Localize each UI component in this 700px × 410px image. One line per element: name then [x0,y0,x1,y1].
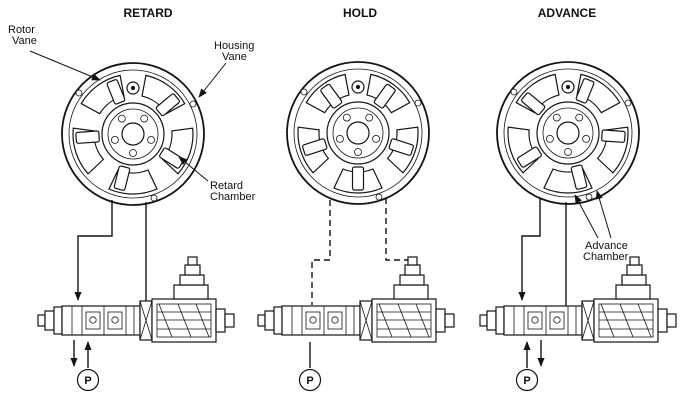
svg-text:Housing Vane: Housing Vane [214,40,257,63]
svg-text:Advance Chamber: Advance Chamber [583,240,631,263]
state-title-advance: ADVANCE [538,6,596,20]
retard-chamber-label-line1: Retard [210,180,243,192]
piping-advance [518,198,567,324]
advance-chamber-leader-arrow-1 [574,194,599,239]
state-title-hold: HOLD [343,6,377,20]
rotor-vane-label-line1: Rotor [8,24,35,36]
housing-vane-leader-arrow [198,62,227,98]
phaser-retard [61,62,205,206]
phaser-advance [496,61,640,205]
callout-advance-chamber: Advance Chamber [574,190,631,263]
callout-rotor-vane: Rotor Vane [8,24,101,81]
pump-label: P [523,375,530,387]
rotor-vane-label-line2: Vane [12,35,37,47]
oil-control-valve-retard [37,256,235,343]
pump-advance: P [515,340,545,392]
callout-housing-vane: Housing Vane [198,40,257,98]
retard-chamber-label-line2: Chamber [210,191,256,203]
oil-control-valve-hold [257,256,455,343]
housing-vane-label-line1: Housing [214,40,254,52]
pump-label: P [306,375,313,387]
pump-retard: P [70,340,100,392]
hold-pipe-left [311,200,331,305]
phaser-hold [286,61,430,205]
advance-chamber-label-line1: Advance [585,240,628,252]
piping-hold [311,198,413,305]
retard-chamber-leader-arrow [178,156,209,182]
rotor-vane-leader-arrow [29,50,101,81]
oil-control-valve-advance [479,256,677,343]
callout-retard-chamber: Retard Chamber [178,156,256,203]
svg-text:Retard Chamber: Retard Chamber [210,180,256,203]
pump-circle [76,368,100,392]
advance-supply-pipe [518,198,541,301]
pump-label: P [84,375,91,387]
hold-pipe-right [385,198,413,298]
housing-vane-label-line2: Vane [222,51,247,63]
piping-retard [74,200,147,324]
state-title-retard: RETARD [123,6,172,20]
pump-circle [515,368,539,392]
advance-chamber-label-line2: Chamber [583,251,629,263]
retard-supply-pipe [74,200,113,301]
pump-circle [298,368,322,392]
advance-chamber-leader-arrow-2 [595,190,612,239]
svg-text:Rotor Vane: Rotor Vane [8,24,38,47]
pump-hold: P [298,342,322,392]
